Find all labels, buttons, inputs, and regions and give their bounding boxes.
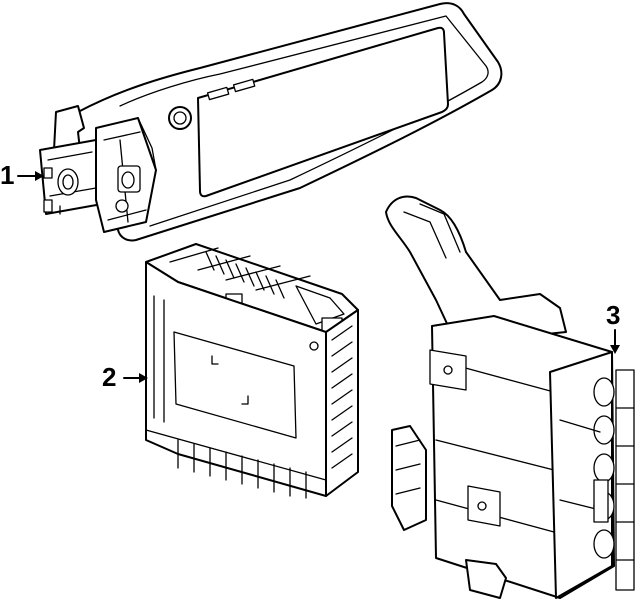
callout-label-2: 2	[102, 362, 116, 392]
callout-1: 1	[0, 160, 44, 190]
callout-arrow-2-icon	[139, 373, 148, 383]
callout-label-1: 1	[0, 160, 14, 190]
callout-label-3: 3	[606, 300, 620, 330]
callout-2: 2	[102, 362, 148, 392]
part-1-instrument-cluster	[39, 2, 503, 242]
callout-arrow-1-icon	[35, 171, 44, 181]
callout-3: 3	[606, 300, 620, 354]
part-3-junction-block	[385, 195, 635, 599]
part-2-control-module	[145, 243, 359, 499]
callout-arrow-3-icon	[610, 345, 620, 354]
